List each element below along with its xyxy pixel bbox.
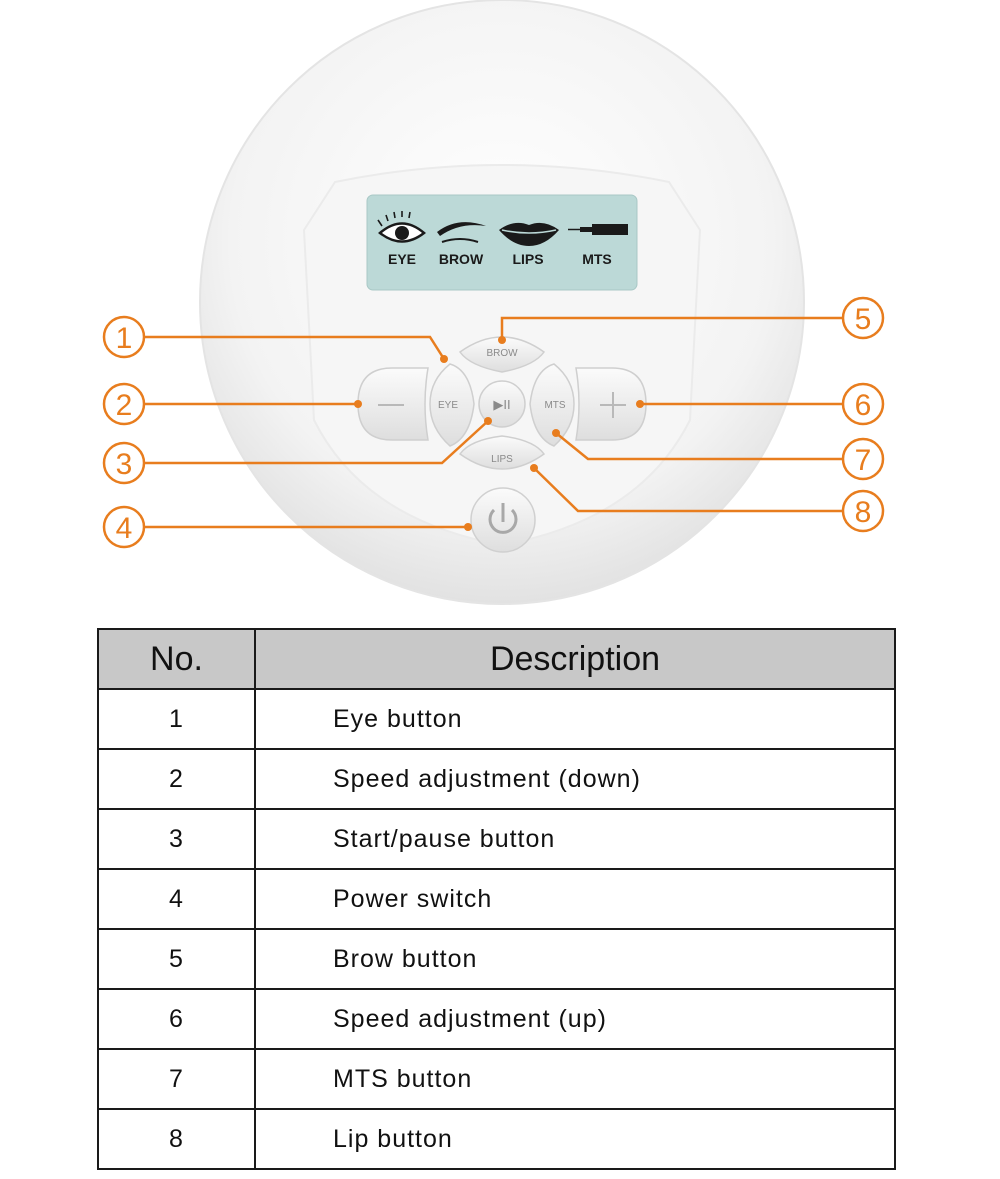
callout-6: 6 (841, 382, 885, 426)
callout-5-number: 5 (855, 303, 872, 336)
callout-7-number: 7 (855, 444, 872, 477)
table-row: 5 Brow button (97, 928, 896, 990)
row-number: 8 (97, 1108, 256, 1170)
callout-3: 3 (102, 441, 146, 485)
speed-down-button[interactable] (357, 367, 429, 441)
lips-icon (499, 222, 559, 246)
row-description: Speed adjustment (down) (254, 748, 896, 810)
table-row: 3 Start/pause button (97, 808, 896, 870)
callout-5-leader (500, 316, 842, 340)
table-row: 7 MTS button (97, 1048, 896, 1110)
pen-needle-icon (568, 224, 628, 235)
callout-7-dot (552, 429, 560, 437)
callout-2: 2 (102, 382, 146, 426)
callout-1-leader (144, 335, 446, 360)
row-number: 3 (97, 808, 256, 870)
row-number: 4 (97, 868, 256, 930)
screen-label-brow: BROW (439, 251, 484, 267)
table-row: 2 Speed adjustment (down) (97, 748, 896, 810)
callout-6-number: 6 (855, 389, 872, 422)
callout-8-leader (533, 467, 842, 513)
callout-3-leader (144, 420, 489, 465)
mts-button[interactable]: MTS (529, 363, 575, 447)
brow-button-label: BROW (486, 348, 518, 359)
callout-1-dot (440, 355, 448, 363)
callout-2-dot (354, 400, 362, 408)
callout-7-leader (555, 432, 842, 461)
row-description: Brow button (254, 928, 896, 990)
play-pause-button[interactable]: ▶II (478, 380, 526, 428)
callout-8-dot (530, 464, 538, 472)
row-description: Power switch (254, 868, 896, 930)
row-number: 6 (97, 988, 256, 1050)
callout-1: 1 (102, 315, 146, 359)
lcd-screen (366, 194, 638, 291)
power-icon (488, 503, 518, 534)
lips-button[interactable]: LIPS (458, 435, 546, 470)
screen-label-eye: EYE (388, 251, 416, 267)
callout-7: 7 (841, 437, 885, 481)
callout-4-dot (464, 523, 472, 531)
play-pause-icon: ▶II (493, 397, 510, 412)
callout-5-dot (498, 336, 506, 344)
speed-up-button[interactable] (575, 367, 647, 441)
row-description: Lip button (254, 1108, 896, 1170)
row-description: Eye button (254, 688, 896, 750)
callout-6-dot (636, 400, 644, 408)
header-description: Description (254, 628, 896, 690)
callout-3-dot (484, 417, 492, 425)
callout-5: 5 (841, 296, 885, 340)
table-header-row: No. Description (97, 628, 896, 690)
screen-label-lips: LIPS (512, 251, 543, 267)
row-number: 2 (97, 748, 256, 810)
eye-button[interactable]: EYE (429, 363, 475, 447)
eye-icon (377, 211, 426, 243)
power-button[interactable] (470, 487, 536, 553)
row-description: Start/pause button (254, 808, 896, 870)
row-description: Speed adjustment (up) (254, 988, 896, 1050)
row-number: 7 (97, 1048, 256, 1110)
mts-button-label: MTS (544, 400, 565, 411)
eyebrow-icon (437, 222, 486, 243)
device-diagram: EYE BROW LIPS MTS BROW LIPS EYE MTS ▶II (102, 0, 885, 605)
row-number: 5 (97, 928, 256, 990)
table-row: 8 Lip button (97, 1108, 896, 1170)
callout-1-number: 1 (116, 322, 133, 355)
eye-button-label: EYE (438, 400, 458, 411)
row-number: 1 (97, 688, 256, 750)
callout-2-number: 2 (116, 389, 133, 422)
callout-3-number: 3 (116, 448, 133, 481)
plus-icon (600, 392, 626, 418)
table-row: 4 Power switch (97, 868, 896, 930)
lips-button-label: LIPS (491, 454, 513, 465)
callout-8-number: 8 (855, 496, 872, 529)
row-description: MTS button (254, 1048, 896, 1110)
table-row: 6 Speed adjustment (up) (97, 988, 896, 1050)
callout-4: 4 (102, 505, 146, 549)
callout-8: 8 (841, 489, 885, 533)
callout-4-number: 4 (116, 512, 133, 545)
header-no: No. (97, 628, 256, 690)
table-row: 1 Eye button (97, 688, 896, 750)
brow-button[interactable]: BROW (458, 336, 546, 373)
button-description-table: No. Description 1 Eye button 2 Speed adj… (97, 628, 896, 1170)
screen-label-mts: MTS (582, 251, 612, 267)
